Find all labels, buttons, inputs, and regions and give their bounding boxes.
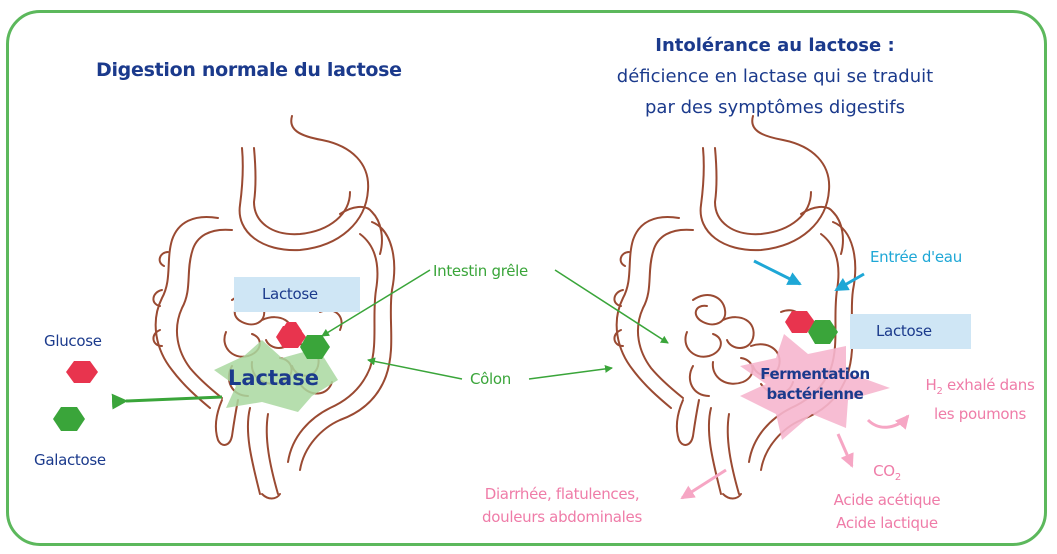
- acid2-label: Acide lactique: [812, 512, 962, 535]
- co2-prefix: CO: [873, 462, 895, 480]
- right-title-line1: Intolérance au lactose :: [655, 35, 894, 56]
- right-digestive-system: [614, 116, 855, 499]
- water-arrow-1: [754, 261, 800, 284]
- small-intestine-label: Intestin grêle: [433, 262, 528, 280]
- fermentation-products: CO2 Acide acétique Acide lactique: [812, 460, 962, 535]
- symptoms-line1: Diarrhée, flatulences,: [462, 483, 662, 506]
- galactose-hexagon: [53, 407, 85, 431]
- fermentation-line1: Fermentation: [752, 364, 878, 384]
- water-entry-label: Entrée d'eau: [870, 248, 962, 266]
- fermentation-line2: bactérienne: [752, 384, 878, 404]
- fermentation-label: Fermentation bactérienne: [752, 364, 878, 404]
- glucose-label: Glucose: [44, 332, 102, 350]
- h2-label: H2 exhalé dans les poumons: [912, 374, 1048, 426]
- small-intestine-pointer-right: [555, 270, 668, 343]
- lactose-label-left: Lactose: [262, 285, 318, 303]
- h2-arrow: [868, 416, 908, 427]
- glucose-hexagon: [66, 361, 98, 383]
- galactose-label: Galactose: [34, 451, 106, 469]
- colon-pointer-left: [368, 360, 462, 379]
- colon-label: Côlon: [470, 370, 511, 388]
- acid1-label: Acide acétique: [812, 489, 962, 512]
- co2-subscript: 2: [895, 472, 901, 483]
- left-panel-title: Digestion normale du lactose: [96, 59, 402, 81]
- lactase-output-arrow: [126, 397, 222, 401]
- colon-pointer-right: [529, 368, 612, 379]
- h2-line2: les poumons: [912, 403, 1048, 426]
- h2-prefix: H: [926, 376, 937, 394]
- h2-rest: exhalé dans: [943, 376, 1035, 394]
- symptoms-line2: douleurs abdominales: [462, 506, 662, 529]
- right-panel-title: Intolérance au lactose : déficience en l…: [560, 30, 990, 123]
- right-title-line3: par des symptômes digestifs: [560, 92, 990, 123]
- symptoms-label: Diarrhée, flatulences, douleurs abdomina…: [462, 483, 662, 529]
- lactase-label: Lactase: [228, 366, 319, 390]
- lactose-label-right: Lactose: [876, 322, 932, 340]
- right-title-line2: déficience en lactase qui se traduit: [560, 61, 990, 92]
- water-arrow-2: [836, 274, 864, 290]
